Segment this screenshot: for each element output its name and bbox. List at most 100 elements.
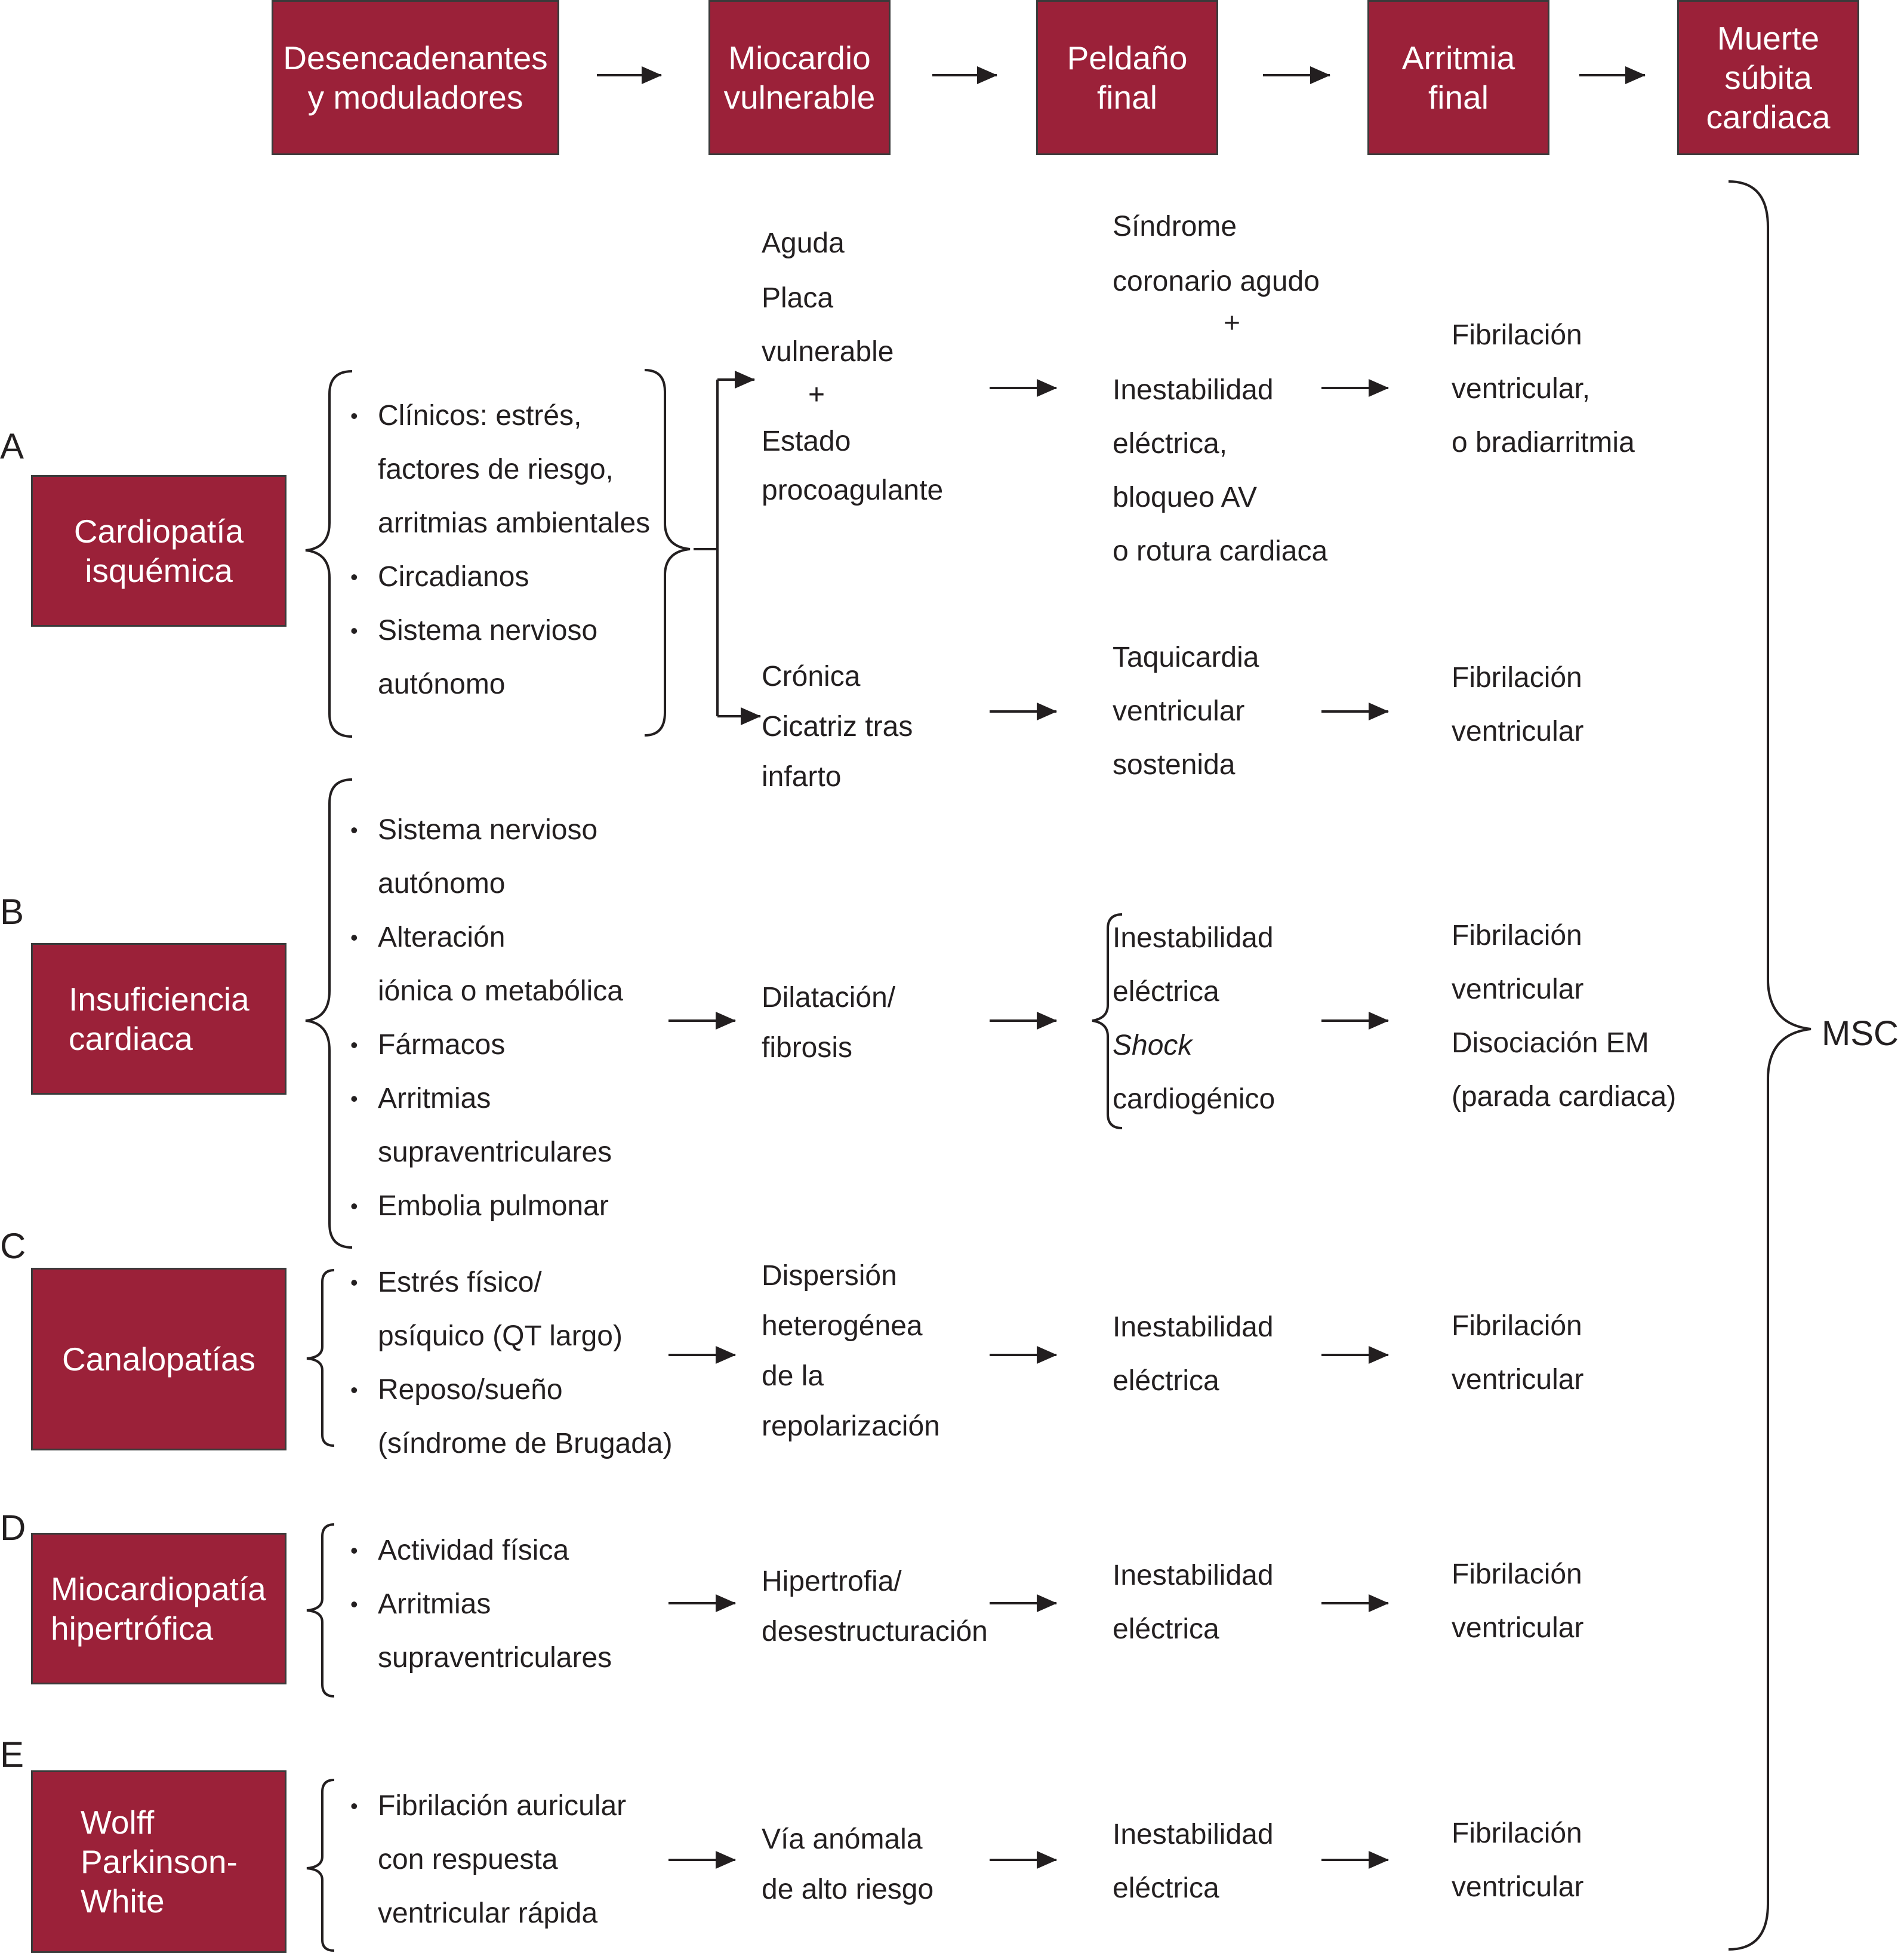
triggers-list-d: Actividad física Arritmias supraventricu… <box>350 1524 612 1685</box>
trigger-item: Alteración <box>350 911 623 965</box>
final-step-e-1: Inestabilidad <box>1113 1819 1274 1850</box>
brace-e-left <box>306 1779 335 1952</box>
arrhythmia-d-1: Fibrilación <box>1452 1558 1582 1590</box>
condition-heart-failure: Insuficiencia cardiaca <box>31 943 286 1095</box>
trigger-item: Arritmias <box>350 1072 623 1126</box>
row-letter-a: A <box>0 426 24 466</box>
substrate-acute-plaque: Placa <box>762 282 834 314</box>
triggers-list-e: Fibrilación auricular con respuesta vent… <box>350 1779 626 1940</box>
trigger-item: Fármacos <box>350 1018 623 1072</box>
condition-wolff-parkinson-white: Wolff Parkinson- White <box>31 1770 286 1953</box>
final-step-vt-2: ventricular <box>1113 695 1245 727</box>
final-step-acs-1: Síndrome <box>1113 211 1237 242</box>
final-step-b-3: Shock <box>1113 1030 1193 1061</box>
substrate-d-1: Hipertrofia/ <box>762 1566 902 1597</box>
substrate-c-4: repolarización <box>762 1410 940 1442</box>
triggers-list-a: Clínicos: estrés, factores de riesgo, ar… <box>350 389 651 711</box>
arrhythmia-d-2: ventricular <box>1452 1612 1584 1644</box>
brace-b-left <box>305 778 353 1249</box>
final-step-c-2: eléctrica <box>1113 1365 1219 1397</box>
final-step-vt-1: Taquicardia <box>1113 642 1259 673</box>
final-step-e-2: eléctrica <box>1113 1872 1219 1904</box>
final-step-instability-3: bloqueo AV <box>1113 482 1257 513</box>
final-step-instability-1: Inestabilidad <box>1113 374 1274 406</box>
trigger-item: Embolia pulmonar <box>350 1179 623 1233</box>
substrate-c-1: Dispersión <box>762 1260 897 1292</box>
trigger-item: Sistema nervioso <box>350 803 623 857</box>
brace-a-right <box>644 369 691 737</box>
final-step-instability-2: eléctrica, <box>1113 428 1228 460</box>
substrate-acute-state: Estado <box>762 426 851 457</box>
stage-sudden-death-box: Muerte súbita cardiaca <box>1677 0 1859 155</box>
trigger-item-cont: con respuesta <box>378 1844 558 1875</box>
final-step-b-2: eléctrica <box>1113 976 1219 1008</box>
trigger-item: Fibrilación auricular <box>350 1779 626 1833</box>
brace-d-left <box>306 1523 335 1698</box>
arrhythmia-b-4: (parada cardiaca) <box>1452 1081 1677 1113</box>
arrhythmia-b-2: ventricular <box>1452 974 1584 1005</box>
triggers-list-c: Estrés físico/ psíquico (QT largo) Repos… <box>350 1256 673 1471</box>
triggers-list-b: Sistema nervioso autónomo Alteración ión… <box>350 803 623 1233</box>
substrate-acute-procoagulant: procoagulante <box>762 475 944 506</box>
arrhythmia-e-1: Fibrilación <box>1452 1818 1582 1849</box>
arrhythmia-c-1: Fibrilación <box>1452 1310 1582 1342</box>
substrate-chronic-scar: Cicatriz tras <box>762 711 913 743</box>
brace-msc-right <box>1728 180 1811 1951</box>
condition-ischemic-heart-disease: Cardiopatía isquémica <box>31 475 286 627</box>
trigger-item: Circadianos <box>350 550 650 604</box>
stage-vulnerable-myocardium-box: Miocardio vulnerable <box>708 0 891 155</box>
substrate-chronic-infarct: infarto <box>762 761 842 793</box>
substrate-b-2: fibrosis <box>762 1032 853 1064</box>
trigger-item: Clínicos: estrés, <box>350 389 650 443</box>
trigger-item: Estrés físico/ <box>350 1256 673 1310</box>
final-step-acs-plus: + <box>1224 307 1241 339</box>
arrhythmia-a-chronic-2: ventricular <box>1452 716 1584 747</box>
trigger-item-cont: iónica o metabólica <box>378 975 623 1007</box>
substrate-acute-plus: + <box>808 379 825 411</box>
brace-c-left <box>306 1269 335 1447</box>
condition-channelopathies: Canalopatías <box>31 1268 286 1450</box>
final-step-acs-2: coronario agudo <box>1113 266 1320 297</box>
arrhythmia-c-2: ventricular <box>1452 1364 1584 1396</box>
trigger-item: Reposo/sueño <box>350 1363 673 1417</box>
final-step-vt-3: sostenida <box>1113 749 1236 781</box>
trigger-item-cont: psíquico (QT largo) <box>378 1320 623 1352</box>
arrhythmia-a-acute-1: Fibrilación <box>1452 319 1582 351</box>
row-letter-b: B <box>0 892 24 932</box>
trigger-item: Actividad física <box>350 1524 612 1578</box>
trigger-item: Arritmias <box>350 1578 612 1631</box>
arrhythmia-b-3: Disociación EM <box>1452 1027 1649 1059</box>
row-letter-d: D <box>0 1508 26 1548</box>
final-step-c-1: Inestabilidad <box>1113 1311 1274 1343</box>
substrate-d-2: desestructuración <box>762 1616 988 1647</box>
arrhythmia-a-acute-3: o bradiarritmia <box>1452 427 1635 458</box>
trigger-item-cont: factores de riesgo, <box>378 454 614 485</box>
final-step-instability-4: o rotura cardiaca <box>1113 535 1328 567</box>
final-step-b-4: cardiogénico <box>1113 1083 1276 1115</box>
brace-a-left <box>305 370 353 738</box>
trigger-item-cont: supraventriculares <box>378 1642 612 1674</box>
substrate-e-1: Vía anómala <box>762 1823 923 1855</box>
arrhythmia-e-2: ventricular <box>1452 1871 1584 1903</box>
trigger-item-cont: supraventriculares <box>378 1136 612 1168</box>
trigger-item-cont: ventricular rápida <box>378 1897 598 1929</box>
brace-b-final <box>1092 913 1123 1129</box>
substrate-b-1: Dilatación/ <box>762 982 896 1014</box>
substrate-c-2: heterogénea <box>762 1310 923 1342</box>
outcome-msc-label: MSC <box>1822 1014 1899 1053</box>
substrate-acute-label: Aguda <box>762 227 845 259</box>
stage-triggers-box: Desencadenantes y moduladores <box>272 0 559 155</box>
arrhythmia-a-acute-2: ventricular, <box>1452 373 1591 405</box>
final-step-d-1: Inestabilidad <box>1113 1560 1274 1591</box>
trigger-item: Sistema nervioso <box>350 604 650 658</box>
substrate-chronic-label: Crónica <box>762 661 861 692</box>
row-letter-c: C <box>0 1226 26 1266</box>
substrate-e-2: de alto riesgo <box>762 1874 934 1905</box>
condition-hypertrophic-cardiomyopathy: Miocardiopatía hipertrófica <box>31 1533 286 1684</box>
trigger-item-cont: arritmias ambientales <box>378 507 651 539</box>
row-letter-e: E <box>0 1735 24 1775</box>
trigger-item-cont: autónomo <box>378 868 506 900</box>
final-step-d-2: eléctrica <box>1113 1613 1219 1645</box>
final-step-b-1: Inestabilidad <box>1113 922 1274 954</box>
